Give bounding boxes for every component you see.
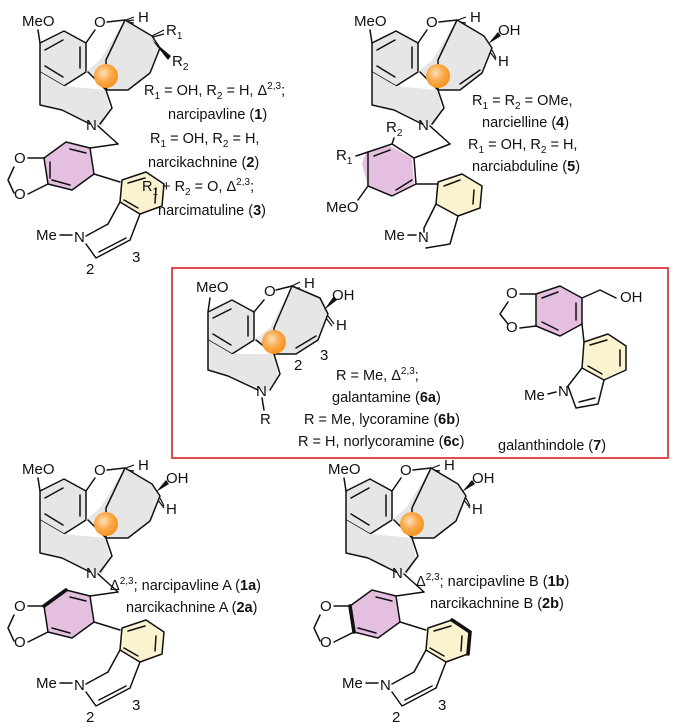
nitrogen-label: N	[86, 565, 97, 582]
indole-n-label: N	[558, 383, 569, 400]
dioxole-o1: O	[14, 150, 26, 167]
oh-label: OH	[166, 470, 189, 487]
compound-5-label: narciabduline (5)	[472, 159, 580, 175]
compound-2-label: narcikachnine (2)	[148, 155, 259, 171]
compound-6: MeO O H OH H 2 3 N R R = Me, Δ2,3; galan…	[196, 275, 464, 450]
condition-2: R1 = OH, R2 = H,	[150, 131, 259, 150]
methyl-label: Me	[384, 227, 405, 244]
condition-5: R1 = OH, R2 = H,	[468, 137, 577, 156]
compound-2a-label: narcikachnine A (2a)	[126, 600, 257, 616]
methyl-label: Me	[524, 387, 545, 404]
meo-label-2: MeO	[326, 199, 359, 216]
compound-1-3: MeO O H R1 R2 N O O	[7, 9, 285, 278]
meo-label: MeO	[22, 13, 55, 30]
locant-2: 2	[392, 709, 400, 726]
condition-3: R1 + R2 = O, Δ2,3;	[142, 177, 254, 198]
r2-label: R2	[172, 53, 189, 73]
dioxole-o1: O	[14, 598, 26, 615]
h-label-2: H	[498, 53, 509, 70]
quaternary-center	[94, 64, 118, 88]
quaternary-center	[426, 64, 450, 88]
locant-3: 3	[438, 697, 446, 714]
compound-6c-label: R = H, norlycoramine (6c)	[298, 434, 464, 450]
locant-3: 3	[132, 249, 140, 266]
compound-2b-label: narcikachnine B (2b)	[430, 596, 564, 612]
oxygen-label: O	[400, 462, 412, 479]
h-label: H	[138, 457, 149, 474]
dioxole-o2: O	[320, 634, 332, 651]
locant-2: 2	[86, 261, 94, 278]
dioxole-o2: O	[14, 186, 26, 203]
r-label: R	[260, 411, 271, 428]
compound-4-label: narcielline (4)	[482, 115, 569, 131]
compound-1-label: narcipavline (1)	[168, 107, 267, 123]
highlight-box	[171, 267, 669, 459]
quaternary-center	[94, 512, 118, 536]
r2-label: R2	[386, 119, 403, 139]
locant-2: 2	[294, 357, 302, 374]
compound-6b-label: R = Me, lycoramine (6b)	[304, 412, 460, 428]
oxygen-label: O	[426, 14, 438, 31]
locant-3: 3	[320, 347, 328, 364]
compound-6a-label: galantamine (6a)	[332, 390, 441, 406]
indoline-n-label: N	[418, 229, 429, 246]
compound-1a-label: Δ2,3; narcipavline A (1a)	[110, 576, 261, 594]
methyl-label: Me	[36, 675, 57, 692]
quaternary-center	[400, 512, 424, 536]
condition-1: R1 = OH, R2 = H, Δ2,3;	[144, 81, 285, 102]
nitrogen-label: N	[256, 383, 267, 400]
oh-label: OH	[498, 22, 521, 39]
oh-label: OH	[620, 289, 643, 306]
nitrogen-label: N	[392, 565, 403, 582]
h-label: H	[138, 9, 149, 26]
nitrogen-label: N	[86, 117, 97, 134]
h-label: H	[304, 275, 315, 292]
oh-label: OH	[472, 470, 495, 487]
compound-1b-label: Δ2,3; narcipavline B (1b)	[416, 572, 569, 590]
dioxole-o1: O	[320, 598, 332, 615]
methyl-label: Me	[36, 227, 57, 244]
meo-label: MeO	[196, 279, 229, 296]
meo-label: MeO	[22, 461, 55, 478]
nitrogen-label: N	[418, 117, 429, 134]
h-label: H	[470, 9, 481, 26]
oxygen-label: O	[264, 283, 276, 300]
r1-label: R1	[166, 22, 183, 42]
condition-4: R1 = R2 = OMe,	[472, 93, 573, 112]
h-label-2: H	[336, 317, 347, 334]
compound-3-label: narcimatuline (3)	[158, 203, 266, 219]
compound-7-label: galanthindole (7)	[498, 438, 606, 454]
oxygen-label: O	[94, 14, 106, 31]
h-label: H	[444, 457, 455, 474]
oh-label: OH	[332, 287, 355, 304]
meo-label: MeO	[354, 13, 387, 30]
locant-2: 2	[86, 709, 94, 726]
indole-n-label: N	[74, 229, 85, 246]
compound-4-5: MeO O H OH H N R2 R1 MeO Me	[326, 9, 580, 249]
dioxole-o2: O	[14, 634, 26, 651]
r1-label: R1	[336, 147, 353, 167]
locant-3: 3	[132, 697, 140, 714]
h-label-2: H	[166, 501, 177, 518]
indole-n-label: N	[380, 677, 391, 694]
quaternary-center	[262, 330, 286, 354]
dioxole-o2: O	[506, 319, 518, 336]
condition-6: R = Me, Δ2,3;	[336, 366, 419, 384]
compound-7: O O OH Me N galanthindole (7)	[498, 285, 643, 454]
dioxole-o1: O	[506, 285, 518, 302]
meo-label: MeO	[328, 461, 361, 478]
compound-1a-2a: MeO O H OH H N O O Me N 2 3 Δ2,3	[7, 457, 261, 726]
compound-1b-2b: MeO O H OH H N O O Me N 2 3	[313, 457, 569, 726]
h-label-2: H	[472, 501, 483, 518]
oxygen-label: O	[94, 462, 106, 479]
indole-n-label: N	[74, 677, 85, 694]
methyl-label: Me	[342, 675, 363, 692]
